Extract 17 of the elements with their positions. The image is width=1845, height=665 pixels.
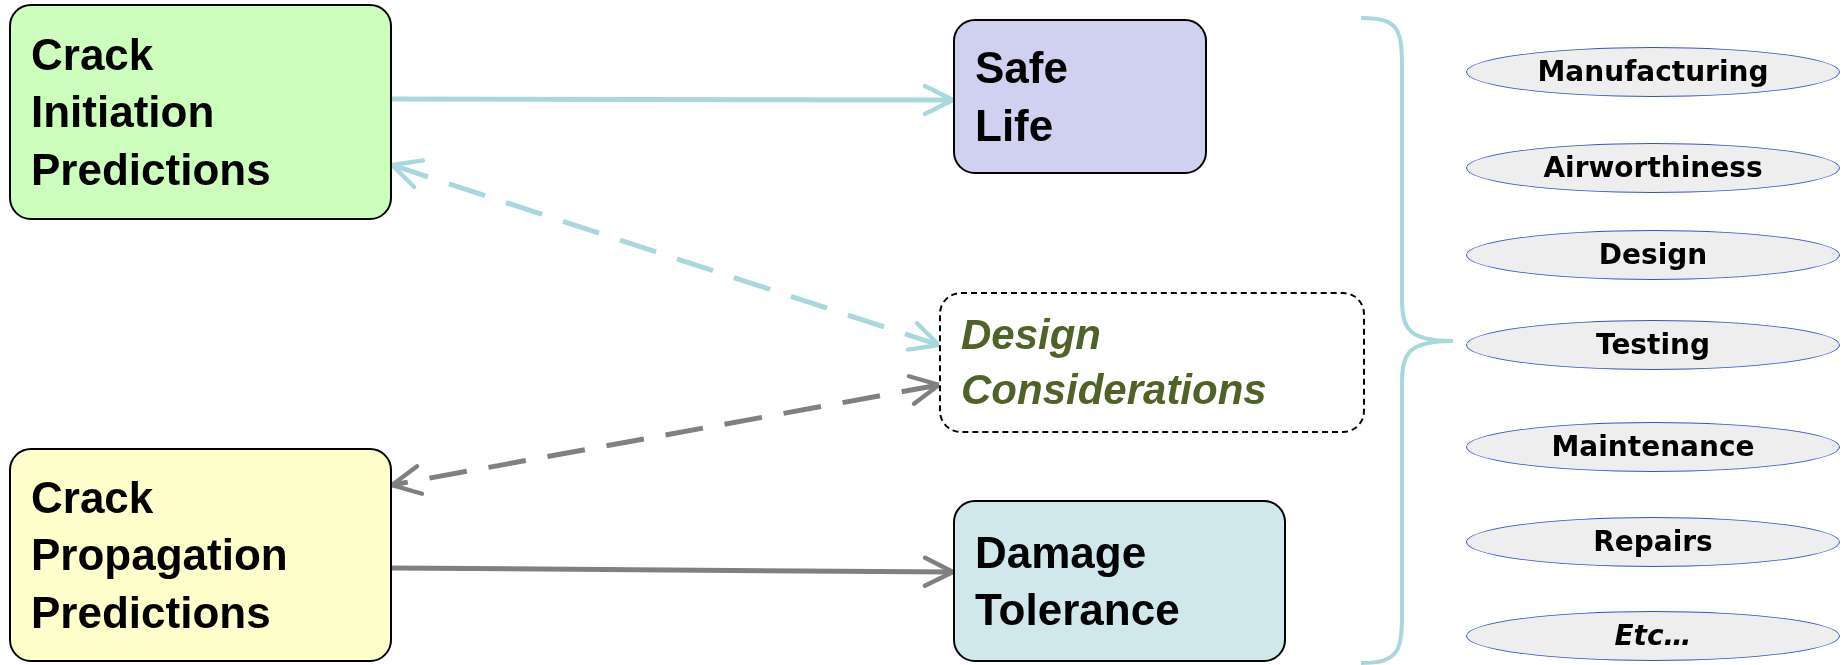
rounded-box	[9, 4, 392, 220]
node-label: Crack Propagation Predictions	[31, 472, 289, 639]
dashed-box	[939, 292, 1365, 433]
node-label: Design	[1598, 236, 1708, 273]
node-label: Etc…	[1614, 617, 1692, 654]
rounded-box	[9, 448, 392, 662]
node-label: Testing	[1596, 326, 1710, 363]
node-label: Repairs	[1593, 523, 1713, 560]
node-label: Design Considerations	[961, 309, 1268, 415]
rounded-box	[953, 500, 1286, 662]
rounded-box	[953, 19, 1207, 174]
node-label: Airworthiness	[1543, 149, 1763, 186]
node-label: Manufacturing	[1537, 53, 1769, 90]
node-label: Damage Tolerance	[975, 526, 1181, 636]
node-label: Maintenance	[1551, 428, 1755, 465]
node-label: Crack Initiation Predictions	[31, 29, 272, 196]
node-label: Safe Life	[975, 42, 1069, 152]
